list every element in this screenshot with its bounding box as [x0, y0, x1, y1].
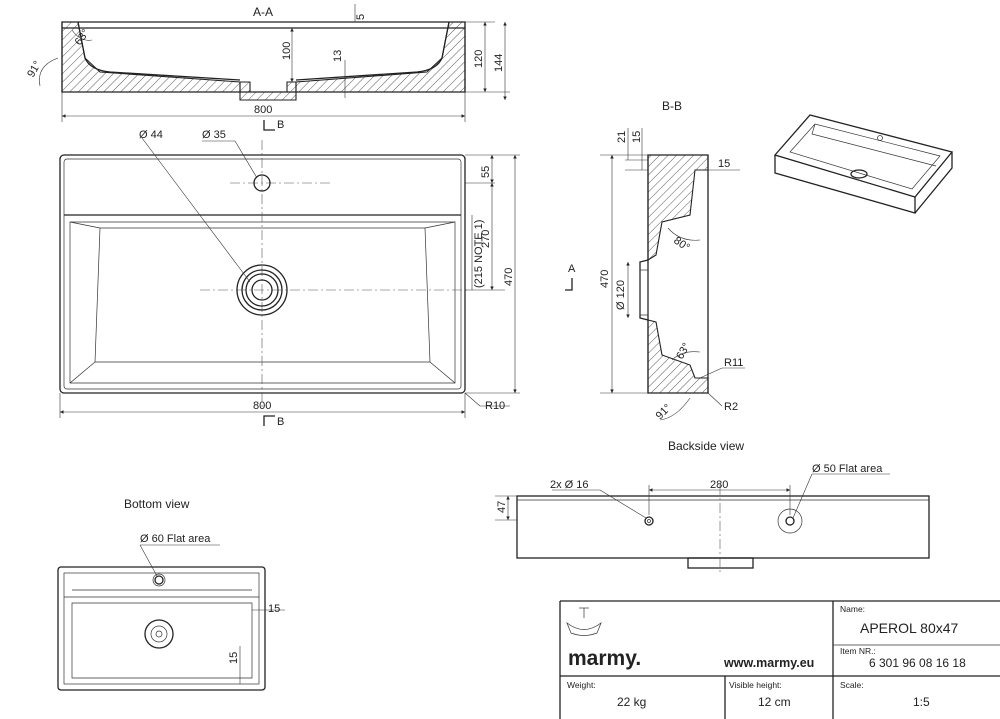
aa-dim-100: 100: [281, 42, 293, 60]
back-dim-50flat: Ø 50 Flat area: [812, 463, 883, 475]
item-value: 6 301 96 08 16 18: [869, 656, 966, 670]
top-dim-55: 55: [480, 166, 492, 178]
scale-value: 1:5: [913, 695, 930, 709]
top-dim-d44: Ø 44: [139, 129, 163, 141]
brand-logo-text: marmy.: [568, 647, 641, 670]
back-dim-280: 280: [710, 479, 728, 491]
item-label: Item NR.:: [840, 646, 876, 656]
basin-logo-icon: [566, 607, 602, 636]
aa-dim-91: 91°: [25, 59, 44, 79]
bottom-view-label: Bottom view: [124, 497, 190, 511]
aa-dim-5: 5: [355, 14, 367, 20]
section-bb-label: B-B: [662, 99, 682, 113]
bb-dim-63: 63°: [674, 341, 693, 361]
aa-dim-144: 144: [493, 54, 505, 72]
bb-dim-21: 21: [616, 131, 628, 143]
top-dim-470: 470: [503, 268, 515, 286]
website-text: www.marmy.eu: [723, 656, 814, 670]
bottom-dim-15a: 15: [268, 603, 280, 615]
aa-dim-13: 13: [332, 50, 344, 62]
section-mark-a: A: [568, 263, 576, 275]
bb-dim-15a: 15: [631, 131, 643, 143]
backside-view-label: Backside view: [668, 439, 744, 453]
section-mark-b-bottom: B: [277, 416, 284, 428]
weight-label: Weight:: [567, 680, 596, 690]
bb-dim-d120: Ø 120: [615, 280, 627, 310]
visible-height-value: 12 cm: [758, 695, 791, 709]
bottom-view: Bottom view Ø 60 Flat area 15 15: [57, 497, 285, 691]
top-dim-270: 270: [480, 230, 492, 248]
bb-dim-80: 80°: [671, 235, 692, 254]
section-bb-view: B-B 470 Ø 120 21 15 15 80° 63° R11 91° R…: [565, 99, 745, 453]
weight-value: 22 kg: [617, 695, 646, 709]
back-dim-2x16: 2x Ø 16: [550, 479, 589, 491]
back-dim-47: 47: [496, 501, 508, 513]
top-dim-800: 800: [253, 400, 271, 412]
bb-dim-91: 91°: [654, 402, 674, 422]
aa-dim-120: 120: [473, 50, 485, 68]
visible-height-label: Visible height:: [729, 680, 782, 690]
bb-dim-470: 470: [599, 270, 611, 288]
top-view: B Ø 44 Ø 35 55 270: [59, 119, 520, 428]
name-label: Name:: [840, 604, 865, 614]
name-value: APEROL 80x47: [860, 620, 959, 636]
top-dim-d35: Ø 35: [202, 129, 226, 141]
section-mark-b-top: B: [277, 119, 284, 131]
title-block: marmy. www.marmy.eu Name: APEROL 80x47 I…: [559, 600, 1000, 719]
isometric-view: [773, 114, 954, 214]
aa-dim-800: 800: [254, 104, 272, 116]
bb-dim-r2: R2: [724, 401, 738, 413]
bb-dim-15b: 15: [718, 158, 730, 170]
bb-dim-r11: R11: [724, 357, 743, 369]
scale-label: Scale:: [840, 680, 864, 690]
bottom-dim-60flat: Ø 60 Flat area: [140, 533, 211, 545]
top-dim-215: (215 NOTE 1): [473, 220, 485, 288]
backside-view: 280 2x Ø 16 Ø 50 Flat area 47: [495, 463, 930, 575]
section-aa-view: A-A 5 100 13 120 144 91° 63° 800: [25, 4, 510, 122]
bottom-dim-15b: 15: [228, 652, 240, 664]
top-dim-r10: R10: [485, 400, 505, 412]
section-aa-label: A-A: [253, 5, 273, 19]
